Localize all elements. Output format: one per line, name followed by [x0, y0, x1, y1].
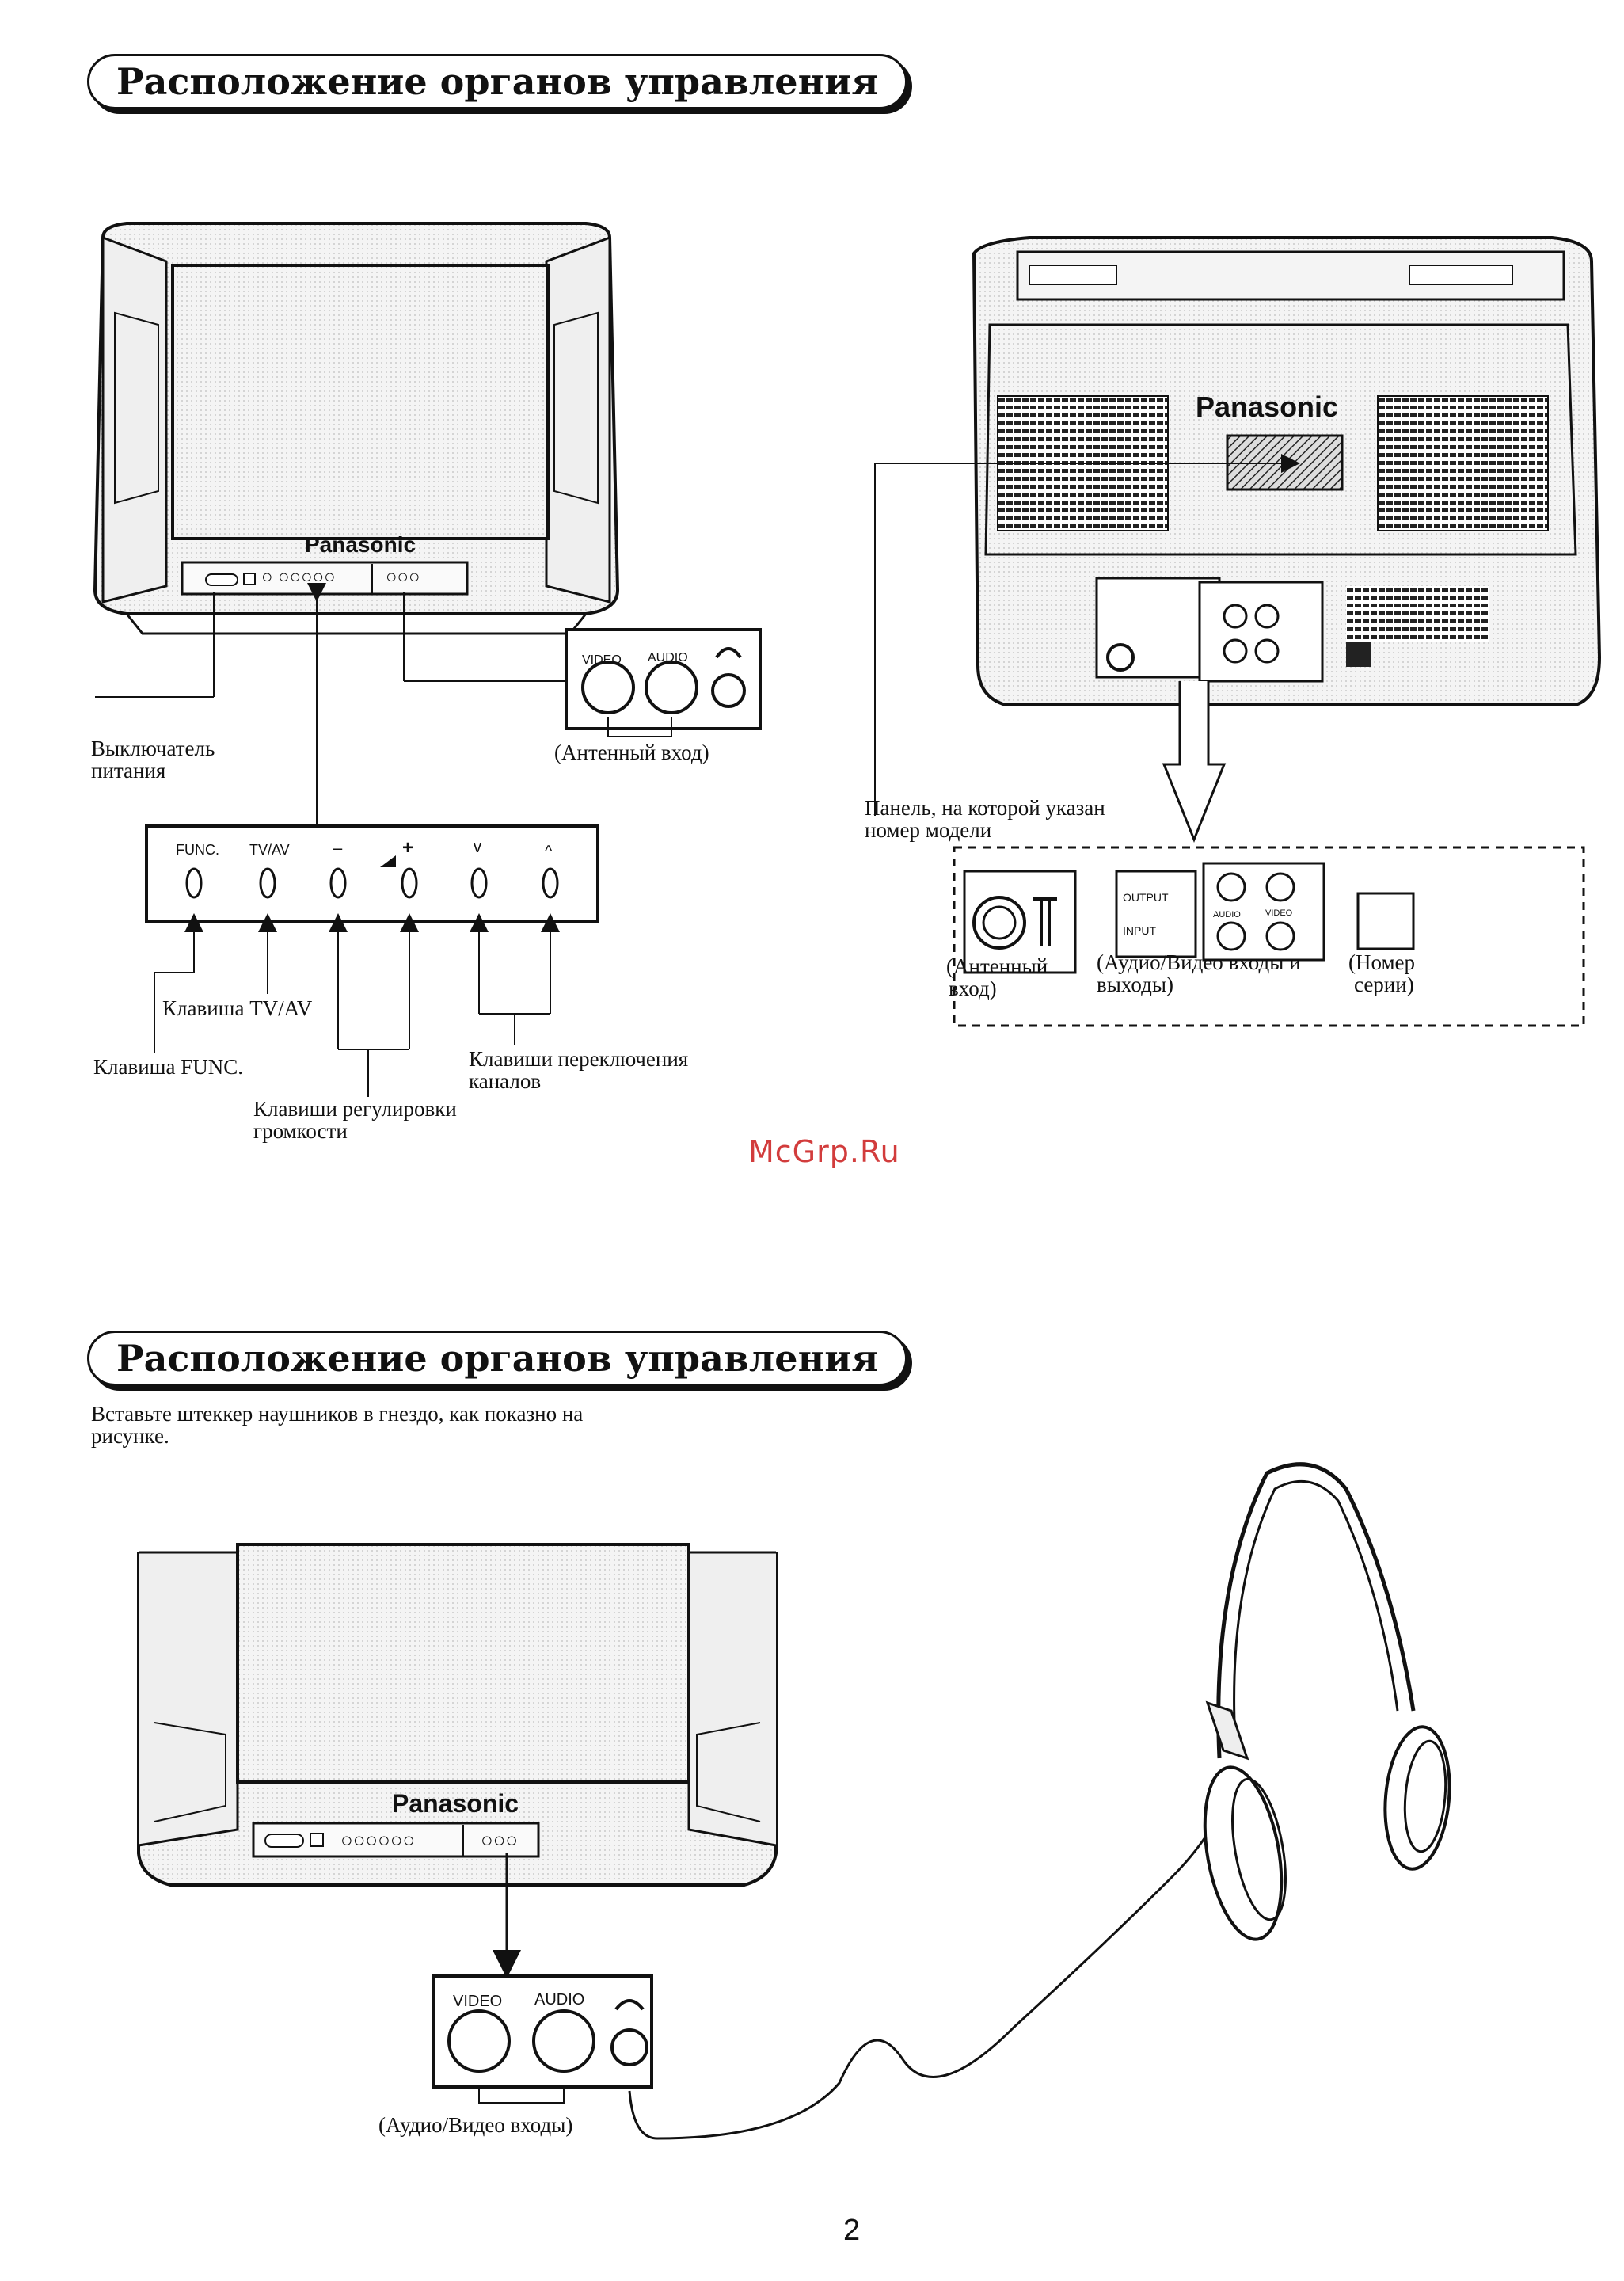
rear-detail-box: [953, 846, 1585, 1027]
btn-minus-label: –: [333, 838, 343, 858]
rear-tv-brand: Panasonic: [1196, 390, 1339, 423]
rear-antenna-caption-1: (Антенный: [946, 954, 1048, 978]
front-tv-brand: Panasonic: [305, 532, 416, 557]
btn-func-label: FUNC.: [176, 842, 219, 858]
section1-title: Расположение органов управления: [87, 54, 908, 109]
rear-input-label: INPUT: [1123, 924, 1156, 937]
instruction-line-1: Вставьте штеккер наушников в гнездо, как…: [91, 1402, 584, 1426]
model-panel-label-2: номер модели: [865, 818, 992, 842]
section2-audio-label: AUDIO: [534, 1991, 585, 2009]
rear-video-label: VIDEO: [1265, 908, 1293, 918]
power-switch-label-2: питания: [91, 759, 166, 783]
button-panel: [145, 824, 599, 923]
btn-plus-label: +: [402, 837, 414, 859]
channel-keys-label-2: каналов: [469, 1069, 542, 1093]
section2-jack-caption: (Аудио/Видео входы): [378, 2113, 573, 2137]
btn-up-label: ^: [545, 843, 553, 860]
model-panel-label-1: Панель, на которой указан: [865, 796, 1105, 820]
section2-jack-marks: ○○○: [481, 1828, 519, 1852]
page-number: 2: [843, 2214, 861, 2247]
tv-av-key-text: Клавиша TV/AV: [162, 996, 313, 1020]
jack-video-label: VIDEO: [582, 653, 622, 667]
rear-output-label: OUTPUT: [1123, 891, 1169, 904]
channel-keys-label-1: Клавиши переключения: [469, 1047, 689, 1071]
jack-audio-label: AUDIO: [648, 651, 688, 664]
section2-title: Расположение органов управления: [87, 1331, 908, 1386]
section2-tv-brand: Panasonic: [392, 1789, 519, 1818]
section2-video-label: VIDEO: [453, 1993, 503, 2010]
front-tv-key-marks: ○ ○○○○○: [261, 566, 336, 588]
rear-serial-caption-2: серии): [1354, 973, 1414, 996]
volume-keys-label-1: Клавиши регулировки: [253, 1097, 457, 1121]
rear-av-caption-2: выходы): [1097, 973, 1173, 996]
btn-tvav-label: TV/AV: [249, 842, 290, 858]
headphones-illustration: [1203, 1462, 1451, 1941]
rear-av-caption-1: (Аудио/Видео входы и: [1097, 950, 1301, 974]
power-switch-label-1: Выключатель: [91, 737, 215, 760]
tv-av-key-label: Клавиша TV/AV: [162, 996, 312, 1021]
front-tv-screen: [171, 264, 550, 540]
front-tv-jack-marks: ○○○: [386, 566, 420, 588]
watermark: McGrp.Ru: [748, 1134, 900, 1169]
rear-antenna-caption-2: вход): [949, 977, 997, 1000]
func-key-label: Клавиша FUNC.: [93, 1055, 243, 1079]
rear-audio-label: AUDIO: [1213, 910, 1241, 920]
instruction-line-2: рисунке.: [91, 1424, 169, 1448]
antenna-input-label: (Антенный вход): [554, 741, 709, 764]
volume-keys-label-2: громкости: [253, 1119, 348, 1143]
rear-serial-caption-1: (Номер: [1348, 950, 1416, 974]
section2-key-marks: ○○○○○○: [340, 1828, 416, 1852]
btn-down-label: v: [474, 839, 481, 856]
